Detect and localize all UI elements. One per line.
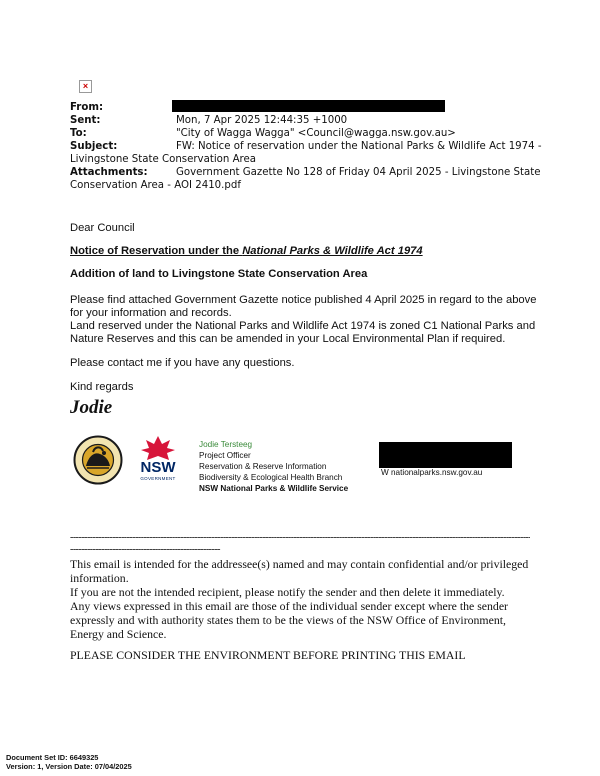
kind-regards: Kind regards [70, 381, 134, 393]
nsw-government-logo: NSW GOVERNMENT [138, 434, 178, 486]
disclaimer-line1: This email is intended for the addressee… [70, 557, 529, 571]
notice-heading: Notice of Reservation under the National… [70, 245, 423, 259]
broken-image-icon: × [79, 80, 92, 93]
waratah-icon [141, 436, 175, 460]
to-label: To: [70, 128, 87, 139]
website-link[interactable]: W nationalparks.nsw.gov.au [381, 468, 483, 477]
separator-line: ----------------------------------------… [70, 532, 530, 543]
para1-line1: Please find attached Government Gazette … [70, 294, 537, 306]
npws-logo [73, 435, 123, 485]
notice-act: National Parks & Wildlife Act 1974 [242, 245, 423, 257]
sent-value: Mon, 7 Apr 2025 12:44:35 +1000 [176, 115, 348, 126]
attachment-link[interactable]: Government Gazette No 128 of Friday 04 A… [176, 167, 541, 178]
contact-branch: Biodiversity & Ecological Health Branch [199, 473, 343, 482]
disclaimer-line4: Any views expressed in this email are th… [70, 599, 508, 613]
contact-service: NSW National Parks & Wildlife Service [199, 484, 349, 493]
contact-name: Jodie Tersteeg [199, 440, 253, 449]
from-label: From: [70, 102, 104, 113]
subject-value-cont: Livingstone State Conservation Area [70, 154, 257, 165]
disclaimer-line6: Energy and Science. [70, 627, 167, 641]
para2-line2: Nature Reserves and this can be amended … [70, 333, 506, 345]
document-set-id: Document Set ID: 6649325 [6, 753, 99, 762]
subject-value: FW: Notice of reservation under the Nati… [176, 141, 542, 152]
nsw-logo-text: NSW [140, 459, 176, 476]
subject-label: Subject: [70, 141, 118, 152]
disclaimer-line2: information. [70, 571, 129, 585]
contact-title: Project Officer [199, 451, 251, 460]
attachments-label: Attachments: [70, 167, 148, 178]
signature: Jodie [70, 397, 113, 418]
disclaimer-line5: expressly and with authority states them… [70, 613, 506, 627]
redacted-contact-details [379, 442, 512, 468]
contact-line: Please contact me if you have any questi… [70, 357, 295, 369]
contact-unit: Reservation & Reserve Information [199, 462, 327, 471]
greeting: Dear Council [70, 222, 135, 234]
disclaimer-line3: If you are not the intended recipient, p… [70, 585, 505, 599]
separator-line-2: ----------------------------------------… [70, 544, 221, 555]
addition-heading: Addition of land to Livingstone State Co… [70, 268, 368, 280]
para2-line1: Land reserved under the National Parks a… [70, 320, 536, 332]
attachment-link-cont[interactable]: Conservation Area - AOI 2410.pdf [70, 180, 241, 191]
sent-label: Sent: [70, 115, 101, 126]
notice-prefix: Notice of Reservation under the [70, 245, 243, 257]
version-info: Version: 1, Version Date: 07/04/2025 [6, 762, 132, 771]
to-value: "City of Wagga Wagga" <Council@wagga.nsw… [176, 128, 456, 139]
environment-notice: PLEASE CONSIDER THE ENVIRONMENT BEFORE P… [70, 648, 466, 662]
para1-line2: for your information and records. [70, 307, 232, 319]
redacted-sender [172, 100, 445, 112]
nsw-logo-subtext: GOVERNMENT [140, 476, 176, 481]
